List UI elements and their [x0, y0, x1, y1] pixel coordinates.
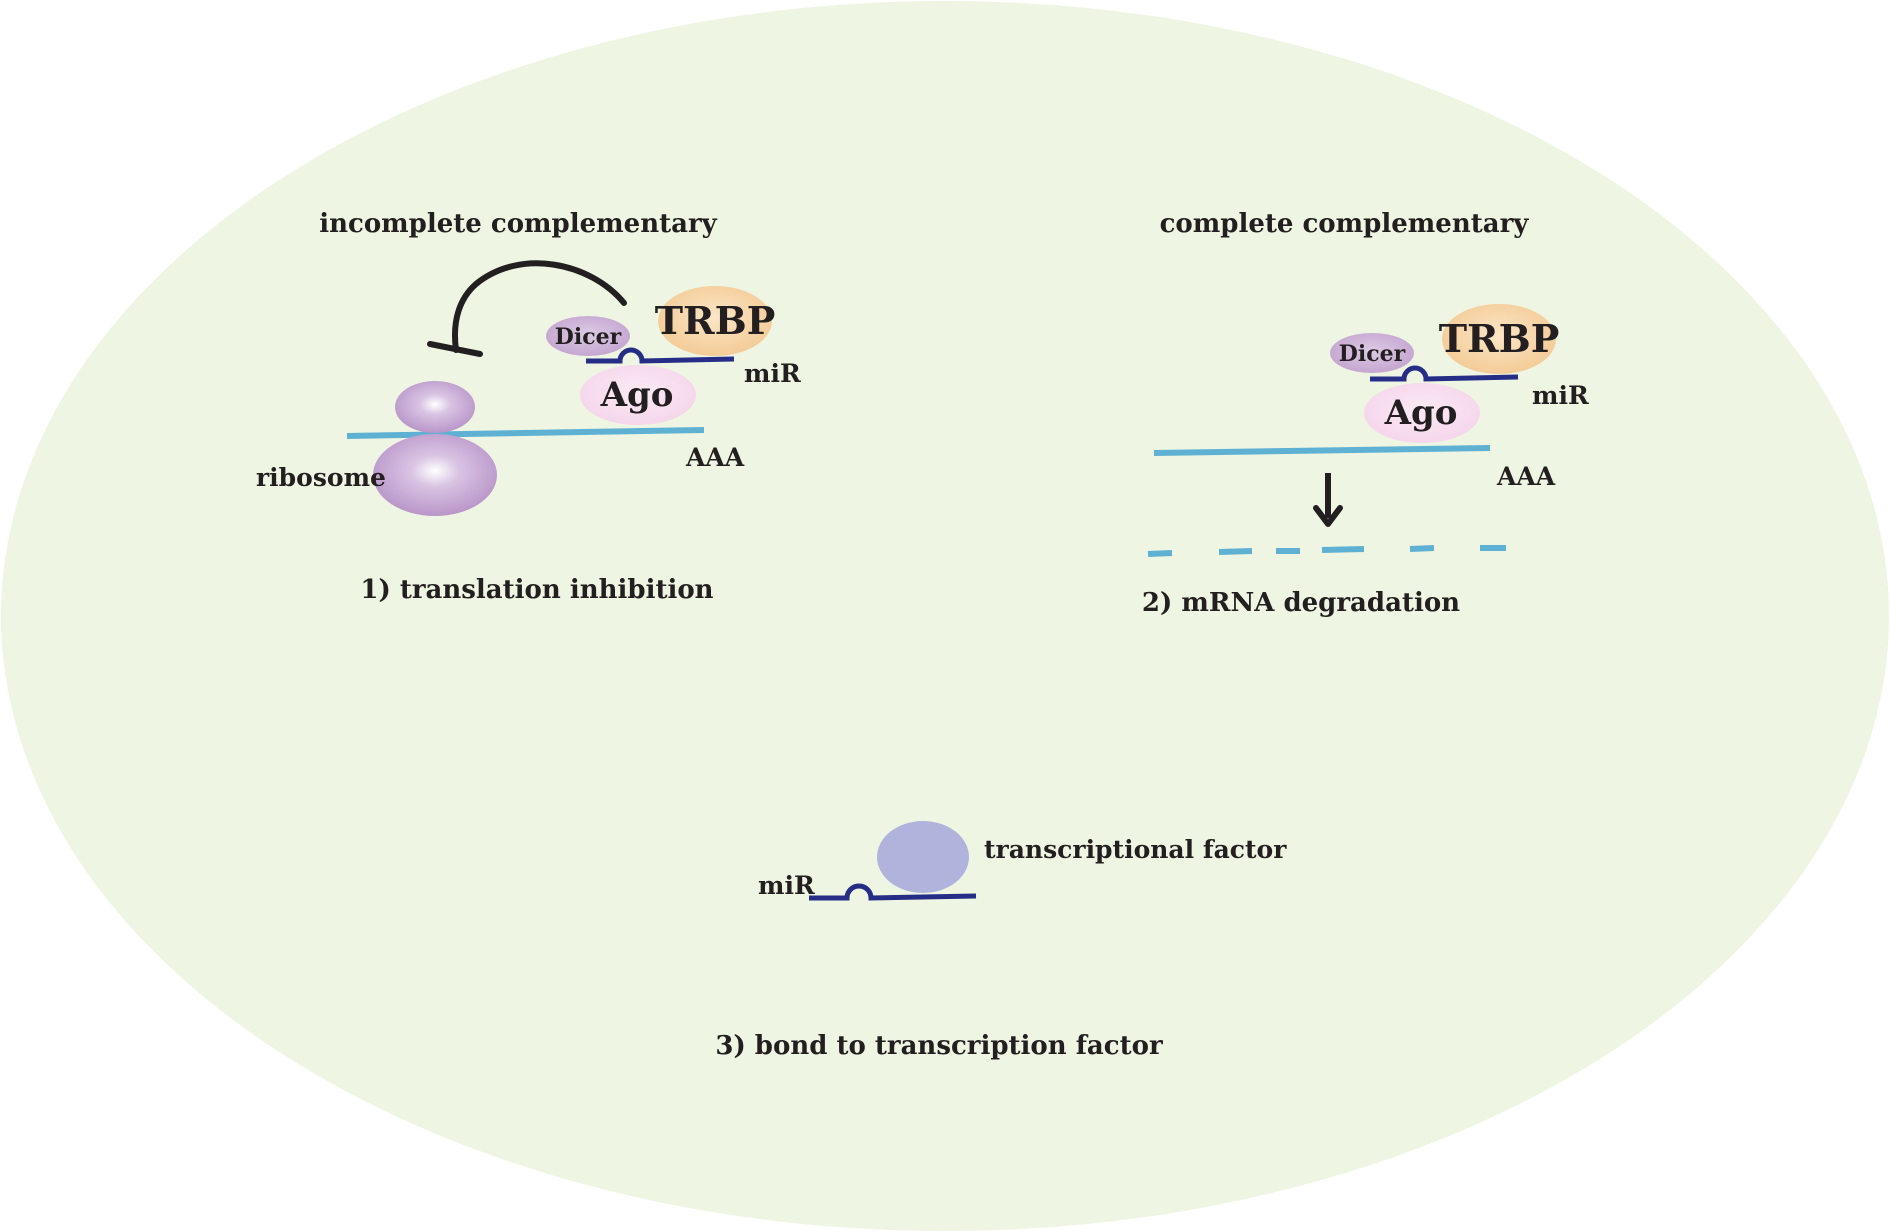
- trbp-protein: [1442, 304, 1556, 374]
- mir-label: miR: [744, 359, 801, 388]
- mrna-strand: [1153, 445, 1491, 456]
- degradation-arrow-head: [1313, 505, 1343, 527]
- tf-label: transcriptional factor: [984, 835, 1287, 864]
- ago-protein: [1364, 383, 1480, 443]
- mrna-fragment: [1147, 550, 1173, 557]
- mir-strand: [809, 883, 977, 901]
- panel-translation-inhibition: incomplete complementary ribosome Ago mi…: [256, 209, 801, 605]
- panel1-caption: 1) translation inhibition: [360, 575, 713, 605]
- ago-label: Ago: [600, 375, 674, 415]
- panel1-heading: incomplete complementary: [319, 209, 717, 239]
- mrna-fragment: [1218, 548, 1253, 555]
- mrna-fragment: [1409, 545, 1435, 552]
- panel2-caption: 2) mRNA degradation: [1142, 588, 1460, 618]
- dicer-label: Dicer: [555, 324, 622, 350]
- panel2-heading: complete complementary: [1160, 209, 1530, 239]
- inhibition-bar: [427, 341, 483, 357]
- ago-label: Ago: [1384, 393, 1458, 433]
- panel-mrna-degradation: complete complementary Ago miR Dicer TRB…: [1142, 209, 1589, 618]
- ago-protein: [580, 365, 696, 425]
- mir-label: miR: [758, 871, 815, 900]
- ribosome-small-subunit: [395, 381, 475, 433]
- ribosome-label: ribosome: [256, 463, 386, 492]
- trbp-protein: [658, 286, 772, 356]
- panel3-caption: 3) bond to transcription factor: [715, 1031, 1163, 1061]
- dicer-protein: [546, 316, 630, 356]
- trbp-label: TRBP: [655, 298, 776, 343]
- mir-strand: [586, 347, 735, 364]
- polya-label: AAA: [1496, 462, 1556, 491]
- ribosome-large-subunit: [373, 434, 497, 516]
- mir-label: miR: [1532, 381, 1589, 410]
- polya-label: AAA: [685, 443, 745, 472]
- mir-strand: [1370, 365, 1519, 382]
- trbp-label: TRBP: [1439, 316, 1560, 361]
- dicer-protein: [1330, 333, 1414, 373]
- transcription-factor-protein: [877, 821, 969, 893]
- mrna-fragment: [1321, 546, 1365, 553]
- panel-transcription-factor: miR transcriptional factor 3) bond to tr…: [715, 821, 1287, 1061]
- inhibition-arc: [452, 260, 627, 353]
- dicer-label: Dicer: [1339, 341, 1406, 367]
- mrna-strand: [346, 427, 705, 439]
